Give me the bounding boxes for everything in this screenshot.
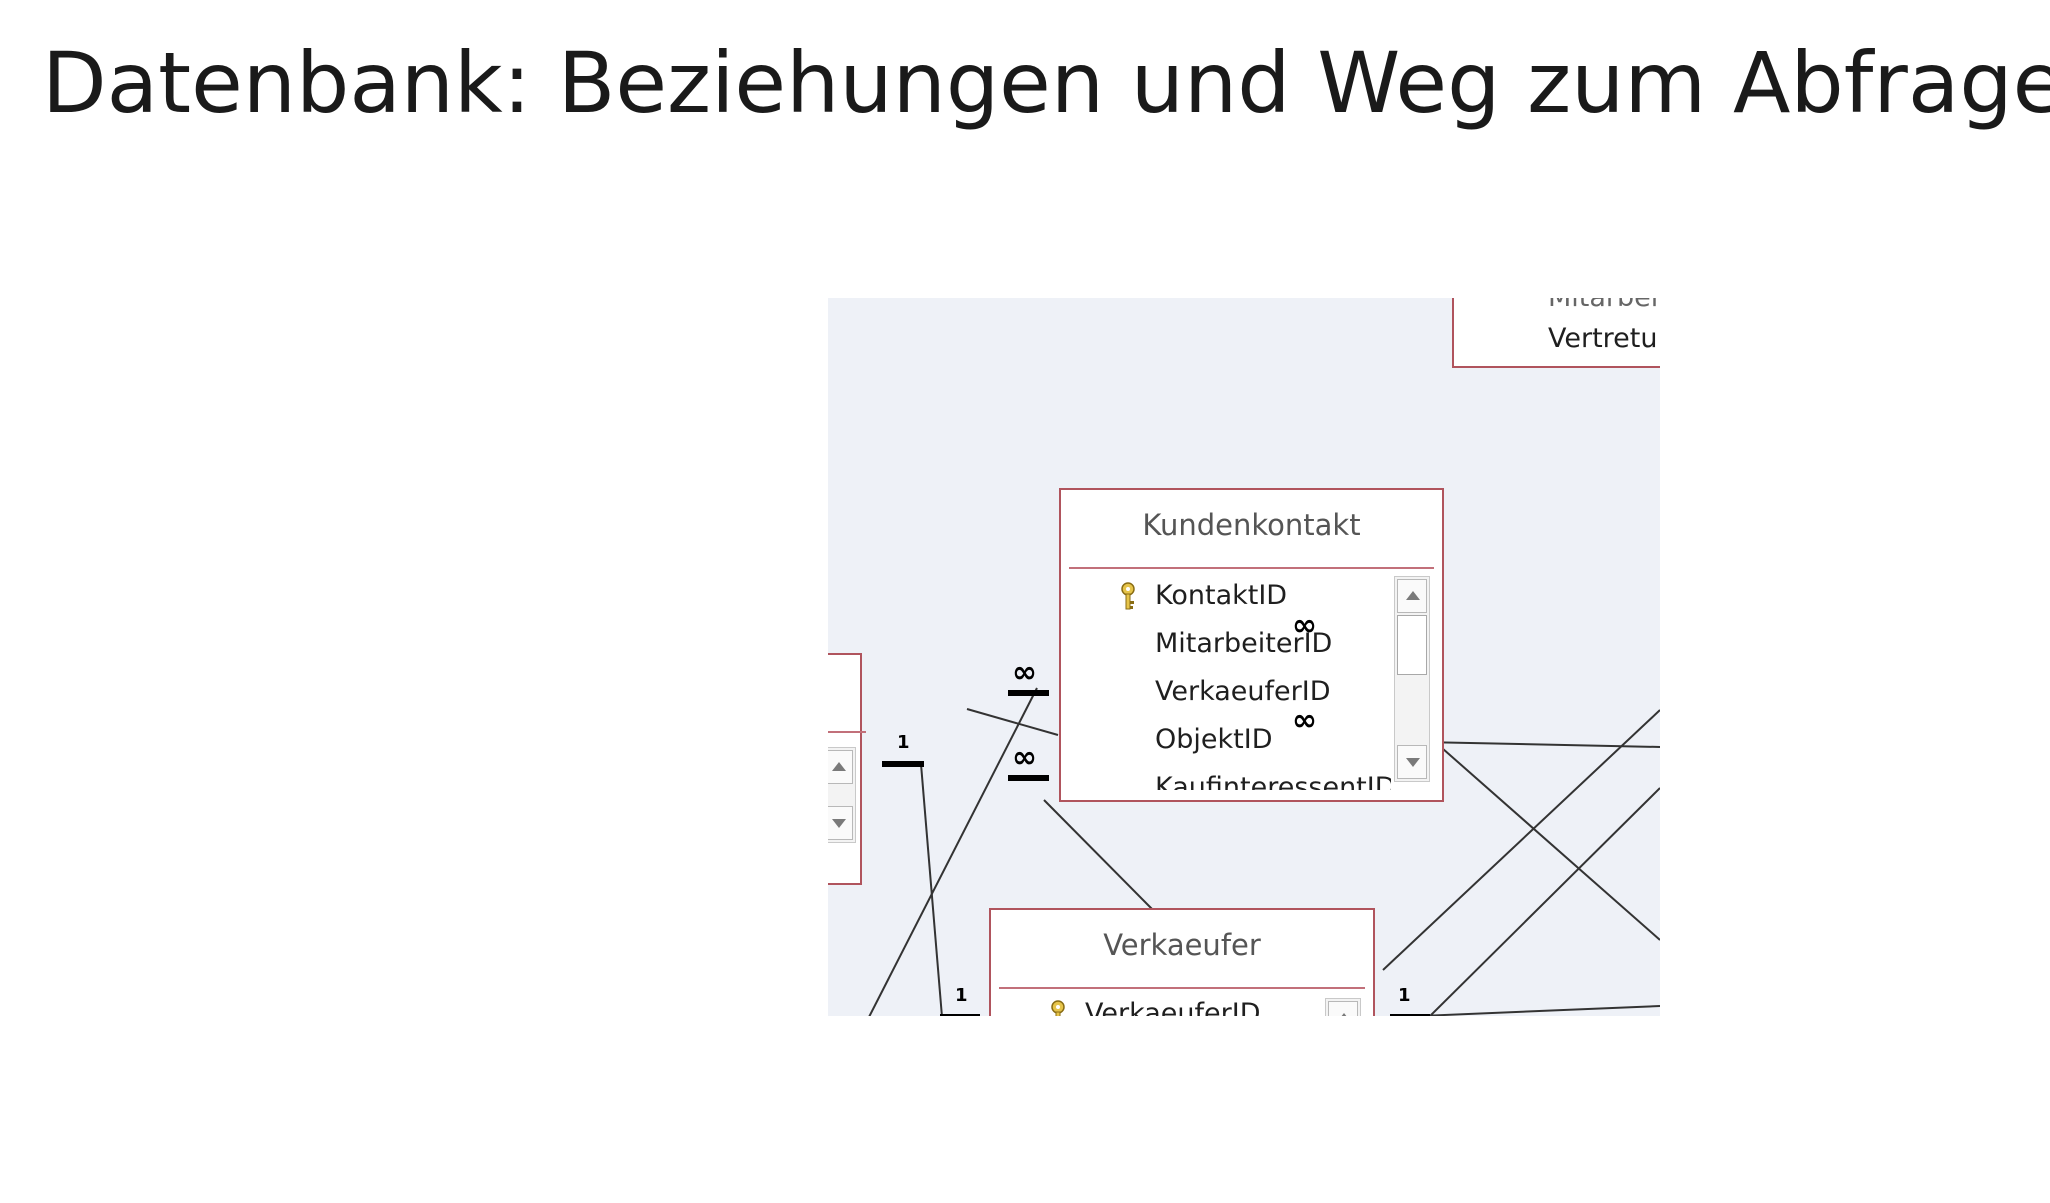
cardinality-one-label: 1 — [897, 732, 910, 753]
slide-title: Datenbank: Beziehungen und Weg zum Abfra… — [42, 34, 2050, 132]
table-scrollbar[interactable] — [828, 747, 856, 843]
table-kundenkontakt[interactable]: Kundenkontakt KontaktID MitarbeiterID Ve… — [1059, 488, 1444, 802]
relation-line — [1395, 1005, 1660, 1016]
arrow-down-icon — [832, 819, 846, 828]
table-left-partial[interactable] — [828, 653, 866, 885]
cardinality-many-label: ∞ — [1012, 655, 1037, 690]
scroll-down-button[interactable] — [828, 806, 853, 840]
relationship-diagram: Mitarbei Vertretu Kundenkontakt KontaktI… — [828, 298, 1660, 1016]
table-field: Mitarbei — [1548, 298, 1658, 313]
table-field: ObjektID — [1155, 724, 1273, 755]
table-separator — [1069, 567, 1434, 569]
table-field: VerkaeuferID — [1155, 676, 1331, 707]
relation-line — [868, 687, 1038, 1016]
table-field: Vertretu — [1548, 323, 1658, 354]
scroll-up-button[interactable] — [1397, 579, 1427, 613]
arrow-down-icon — [1406, 758, 1420, 767]
table-title: Verkaeufer — [1103, 928, 1261, 962]
relation-line — [966, 708, 1059, 736]
table-separator — [828, 731, 866, 733]
cardinality-one-label: 1 — [955, 985, 968, 1006]
table-field-clip: KaufinteressentID — [1155, 768, 1391, 790]
key-icon — [1051, 1000, 1065, 1016]
table-title: Kundenkontakt — [1142, 508, 1361, 542]
table-verkaeufer[interactable]: Verkaeufer VerkaeuferID — [989, 908, 1375, 1016]
table-field: KaufinteressentID — [1155, 772, 1391, 790]
relation-line — [920, 763, 943, 1016]
table-scrollbar[interactable] — [1325, 998, 1361, 1016]
table-field: MitarbeiterID — [1155, 628, 1333, 659]
table-field: KontaktID — [1155, 580, 1288, 611]
cardinality-one-label: 1 — [1398, 985, 1411, 1006]
cardinality-many-label: ∞ — [1292, 608, 1317, 643]
relation-line — [1043, 799, 1154, 911]
scroll-down-button[interactable] — [1397, 745, 1427, 779]
table-separator — [999, 987, 1365, 989]
cardinality-many-label: ∞ — [1012, 740, 1037, 775]
table-field: VerkaeuferID — [1085, 998, 1261, 1016]
table-scrollbar[interactable] — [1394, 576, 1430, 782]
table-top-right[interactable]: Mitarbei Vertretu — [1452, 298, 1660, 368]
relation-line — [1428, 787, 1660, 1016]
scroll-thumb[interactable] — [1397, 615, 1427, 675]
scroll-up-button[interactable] — [828, 750, 853, 784]
arrow-up-icon — [832, 762, 846, 771]
arrow-up-icon — [1406, 591, 1420, 600]
cardinality-many-label: ∞ — [1292, 703, 1317, 738]
relation-line — [1382, 709, 1660, 971]
arrow-up-icon — [1337, 1013, 1351, 1016]
key-icon — [1121, 582, 1135, 610]
scroll-up-button[interactable] — [1328, 1001, 1358, 1016]
